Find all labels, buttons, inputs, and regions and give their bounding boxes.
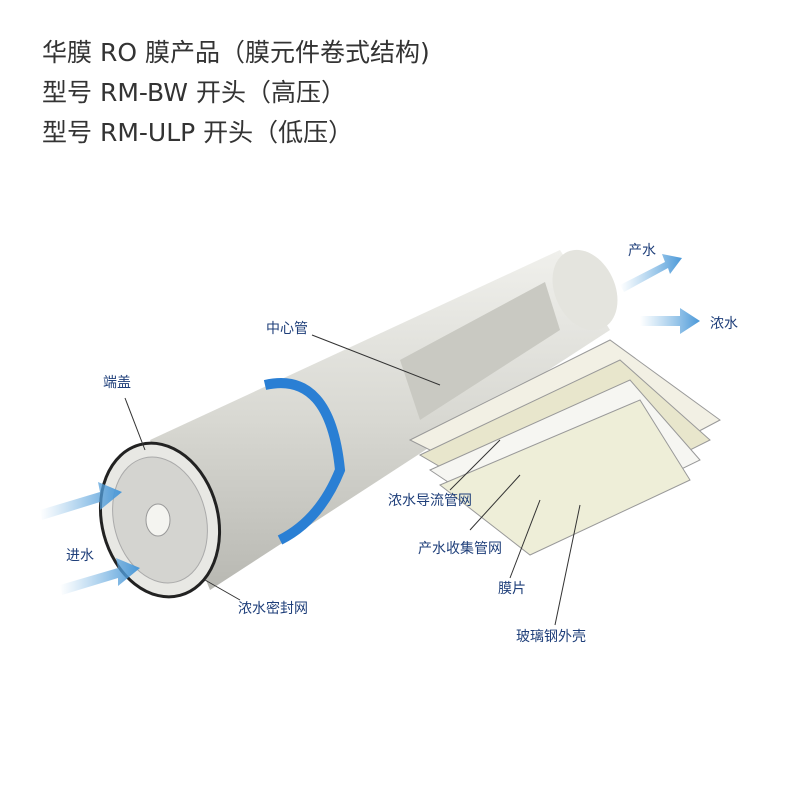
label-end-cap: 端盖	[103, 375, 131, 391]
label-frp-shell: 玻璃钢外壳	[516, 629, 586, 645]
label-feed-spacer: 浓水导流管网	[388, 493, 472, 509]
feed-arrow-1	[40, 482, 122, 520]
title-line-3: 型号 RM-ULP 开头（低压）	[42, 118, 354, 147]
end-cap	[98, 441, 222, 599]
title-line-1: 华膜 RO 膜产品（膜元件卷式结构)	[42, 38, 430, 67]
label-membrane: 膜片	[498, 581, 526, 597]
membrane-leaves	[408, 339, 721, 556]
concentrate-arrow	[640, 308, 700, 334]
label-concentrate: 浓水	[710, 316, 738, 332]
blue-band	[263, 378, 346, 545]
label-feed: 进水	[66, 548, 94, 564]
label-permeate-carrier: 产水收集管网	[418, 541, 502, 557]
label-permeate: 产水	[628, 243, 656, 259]
membrane-housing	[150, 249, 618, 590]
label-center-tube: 中心管	[266, 321, 308, 337]
label-brine-seal: 浓水密封网	[238, 601, 308, 617]
title-line-2: 型号 RM-BW 开头（高压）	[42, 78, 346, 107]
feed-arrow-2	[60, 558, 140, 595]
leader-lines	[124, 334, 581, 626]
permeate-arrow	[620, 254, 682, 292]
